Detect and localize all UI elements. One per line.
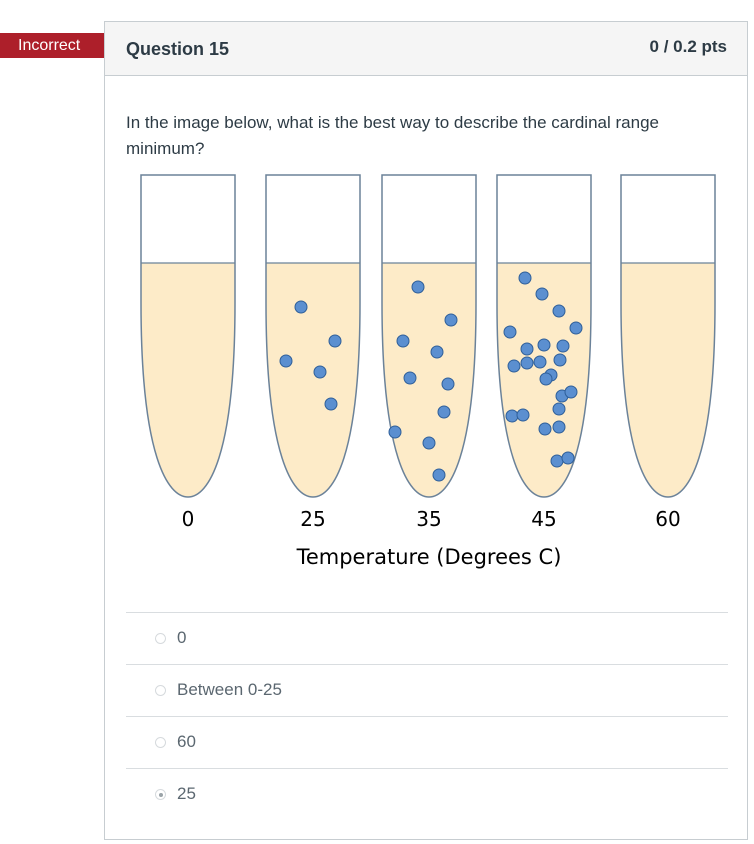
tube-outline bbox=[140, 174, 236, 498]
microbe-dot bbox=[430, 345, 444, 359]
question-card: Question 15 0 / 0.2 pts In the image bel… bbox=[104, 21, 748, 840]
tube-outline bbox=[381, 174, 477, 498]
answer-label: 0 bbox=[177, 628, 187, 647]
microbe-dot bbox=[279, 354, 293, 368]
microbe-dot bbox=[569, 321, 583, 335]
test-tube bbox=[620, 174, 716, 498]
microbe-dot bbox=[444, 313, 458, 327]
microbe-dot bbox=[520, 342, 534, 356]
tube-label: 35 bbox=[416, 507, 441, 531]
microbe-dot bbox=[520, 356, 534, 370]
microbe-dot bbox=[324, 397, 338, 411]
tube-label: 0 bbox=[182, 507, 195, 531]
microbe-dot bbox=[388, 425, 402, 439]
microbe-dot bbox=[539, 372, 553, 386]
microbe-dot bbox=[535, 287, 549, 301]
test-tube bbox=[381, 174, 477, 498]
tube-liquid bbox=[141, 263, 235, 497]
tube-liquid bbox=[382, 263, 476, 497]
answer-label: 25 bbox=[177, 784, 196, 803]
microbe-dot bbox=[552, 304, 566, 318]
microbe-dot bbox=[538, 422, 552, 436]
microbe-dot bbox=[313, 365, 327, 379]
microbe-dot bbox=[503, 325, 517, 339]
microbe-dot bbox=[422, 436, 436, 450]
microbe-dot bbox=[437, 405, 451, 419]
tube-outline bbox=[620, 174, 716, 498]
radio-button[interactable] bbox=[155, 685, 166, 696]
microbe-dot bbox=[550, 454, 564, 468]
status-flag: Incorrect bbox=[0, 33, 108, 58]
answer-label: 60 bbox=[177, 732, 196, 751]
microbe-dot bbox=[518, 271, 532, 285]
radio-button[interactable] bbox=[155, 737, 166, 748]
answer-option[interactable]: 25 bbox=[126, 768, 728, 820]
test-tube bbox=[265, 174, 361, 498]
microbe-dot bbox=[533, 355, 547, 369]
answer-option[interactable]: 0 bbox=[126, 612, 728, 664]
microbe-dot bbox=[441, 377, 455, 391]
question-points: 0 / 0.2 pts bbox=[649, 37, 727, 56]
question-header: Question 15 0 / 0.2 pts bbox=[105, 22, 747, 76]
microbe-dot bbox=[403, 371, 417, 385]
microbe-dot bbox=[432, 468, 446, 482]
question-title: Question 15 bbox=[126, 39, 230, 59]
microbe-dot bbox=[556, 339, 570, 353]
axis-title: Temperature (Degrees C) bbox=[296, 545, 562, 569]
microbe-dot bbox=[505, 409, 519, 423]
microbe-dot bbox=[507, 359, 521, 373]
tube-label: 45 bbox=[531, 507, 556, 531]
tube-outline bbox=[496, 174, 592, 498]
microbe-dot bbox=[411, 280, 425, 294]
microbe-dot bbox=[552, 420, 566, 434]
test-tube-figure: 0 25 35 45 60 Temperature (Degrees C) bbox=[140, 174, 716, 569]
microbe-dot bbox=[396, 334, 410, 348]
microbe-dot bbox=[561, 451, 575, 465]
microbe-dot bbox=[516, 408, 530, 422]
answer-label: Between 0-25 bbox=[177, 680, 282, 699]
tube-liquid bbox=[266, 263, 360, 497]
radio-button-selected[interactable] bbox=[155, 789, 166, 800]
microbe-dot bbox=[564, 385, 578, 399]
microbe-dot bbox=[552, 402, 566, 416]
microbe-dot bbox=[328, 334, 342, 348]
tube-label: 60 bbox=[655, 507, 680, 531]
question-text: In the image below, what is the best way… bbox=[126, 113, 659, 158]
test-tube bbox=[496, 174, 592, 498]
answer-list: 0 Between 0-25 60 25 bbox=[126, 612, 728, 820]
tube-label: 25 bbox=[300, 507, 325, 531]
microbe-dot bbox=[537, 338, 551, 352]
test-tube bbox=[140, 174, 236, 498]
microbe-dot bbox=[294, 300, 308, 314]
tube-liquid bbox=[621, 263, 715, 497]
answer-option[interactable]: 60 bbox=[126, 716, 728, 768]
radio-button[interactable] bbox=[155, 633, 166, 644]
microbe-dot bbox=[553, 353, 567, 367]
tube-outline bbox=[265, 174, 361, 498]
answer-option[interactable]: Between 0-25 bbox=[126, 664, 728, 716]
